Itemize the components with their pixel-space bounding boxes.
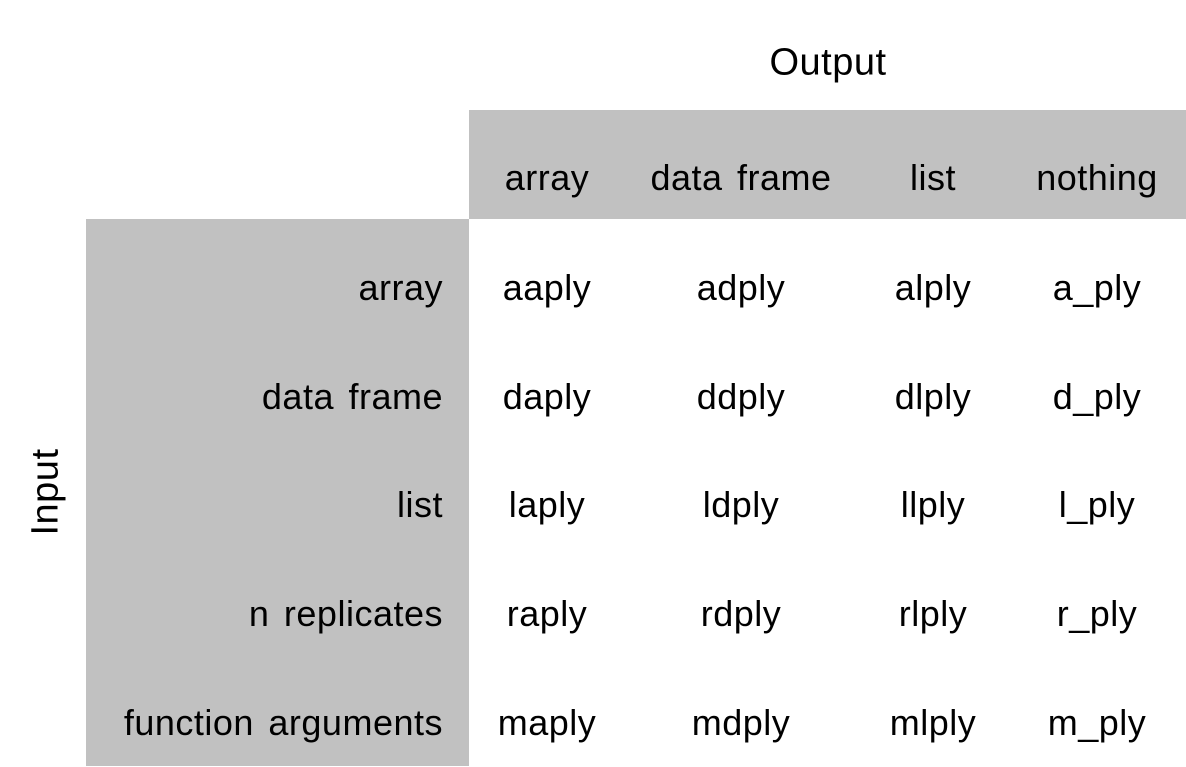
table-cell: ddply [696, 376, 786, 417]
table-cell: mlply [889, 702, 977, 743]
table-cell: mdply [691, 702, 791, 743]
row-header-panel [86, 219, 469, 766]
table-cell: maply [497, 702, 597, 743]
row-header-data-frame: data frame [261, 376, 443, 417]
column-header-array: array [504, 157, 590, 198]
table-cell: m_ply [1047, 702, 1147, 743]
table-cell: daply [502, 376, 592, 417]
table-cell: alply [894, 267, 972, 308]
table-cell: llply [900, 484, 966, 525]
table-cell: rlply [898, 593, 968, 634]
input-axis-title: Input [24, 448, 67, 536]
table-cell: a_ply [1052, 267, 1142, 308]
column-header-nothing: nothing [1036, 157, 1158, 198]
row-header-array: array [358, 267, 443, 308]
output-axis-title: Output [769, 41, 887, 84]
table-cell: ldply [702, 484, 780, 525]
table-cell: rdply [700, 593, 782, 634]
table-cell: aaply [502, 267, 592, 308]
table-cell: r_ply [1056, 593, 1138, 634]
column-header-band [469, 110, 1186, 219]
table-cell: raply [506, 593, 588, 634]
table-cell: dlply [894, 376, 972, 417]
column-header-list: list [910, 157, 956, 198]
row-header-n-replicates: n replicates [248, 593, 443, 634]
column-header-data-frame: data frame [650, 157, 832, 198]
table-cell: d_ply [1052, 376, 1142, 417]
table-cell: adply [696, 267, 786, 308]
table-cell: l_ply [1058, 484, 1136, 525]
table-cell: laply [508, 484, 586, 525]
row-header-list: list [397, 484, 443, 525]
row-header-function-arguments: function arguments [123, 702, 443, 743]
